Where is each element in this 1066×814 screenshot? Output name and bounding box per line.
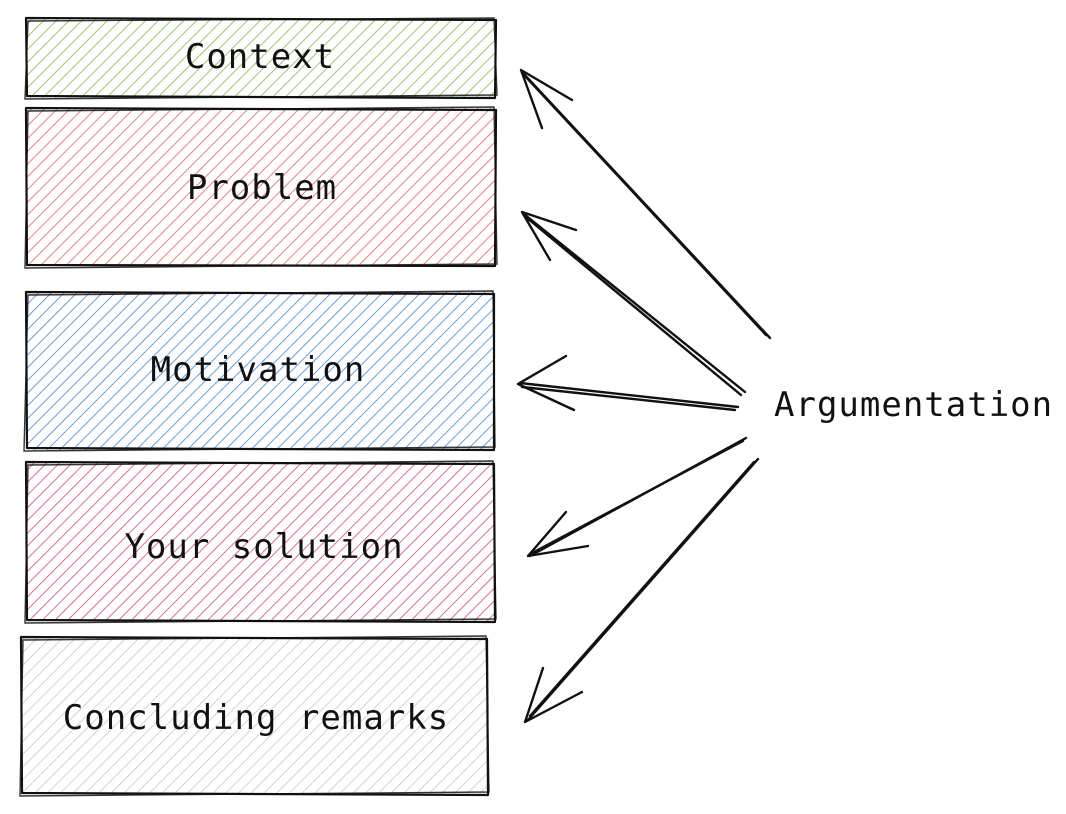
- box-motivation: Motivation: [23, 290, 496, 452]
- box-problem: Problem: [24, 106, 498, 269]
- box-your-solution-fill: [27, 462, 495, 621]
- arrow-to-problem: [520, 210, 747, 397]
- arrow-to-context: [519, 68, 772, 340]
- box-context-fill: [27, 18, 495, 98]
- box-concluding-remarks-fill: [22, 637, 488, 794]
- box-your-solution: Your solution: [24, 460, 497, 624]
- box-your-solution-label: Your solution: [124, 527, 403, 567]
- box-context: Context: [24, 16, 498, 100]
- box-problem-label: Problem: [187, 168, 337, 208]
- argumentation-label: Argumentation: [774, 385, 1053, 425]
- box-problem-fill: [27, 108, 495, 266]
- box-motivation-border: [24, 290, 496, 452]
- box-motivation-fill: [27, 292, 494, 450]
- arrow-to-motivation: [516, 354, 740, 412]
- arrow-to-concluding-remarks: [523, 457, 760, 724]
- box-concluding-remarks: Concluding remarks: [19, 635, 490, 797]
- box-context-label: Context: [185, 37, 335, 77]
- arrow-to-your-solution: [526, 436, 748, 558]
- box-concluding-remarks-label: Concluding remarks: [63, 698, 449, 738]
- box-motivation-label: Motivation: [151, 350, 366, 390]
